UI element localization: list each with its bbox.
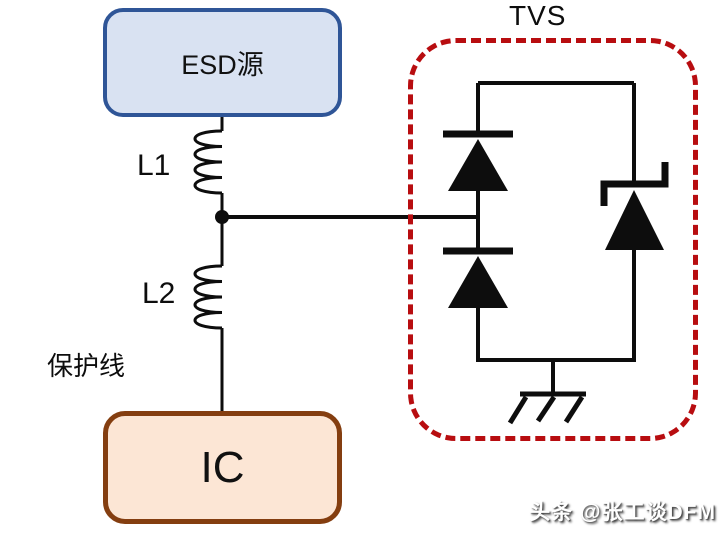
esd-source-box: ESD源	[103, 8, 342, 117]
diode-upper-triangle	[448, 139, 508, 191]
tvs-dashed-boundary	[408, 38, 698, 441]
ground-hatch-middle	[535, 395, 557, 423]
watermark: 头条 @张工谈DFM	[529, 501, 716, 524]
diode-lower-triangle	[448, 256, 508, 308]
ic-label: IC	[200, 442, 245, 492]
zener-cathode-bar	[600, 162, 669, 206]
tvs-label: TVS	[509, 0, 567, 31]
l2-label: L2	[142, 277, 176, 310]
ground-hatch-left	[507, 395, 529, 425]
l1-inductor-symbol	[193, 129, 223, 195]
l2-inductor-symbol	[193, 264, 223, 330]
zener-triangle	[605, 190, 664, 250]
l1-label: L1	[137, 149, 171, 182]
junction-dot	[215, 210, 229, 224]
ic-box: IC	[103, 411, 342, 524]
esd-source-label: ESD源	[181, 50, 264, 80]
protection-line-label: 保护线	[47, 351, 126, 381]
ground-hatch-right	[563, 395, 585, 424]
